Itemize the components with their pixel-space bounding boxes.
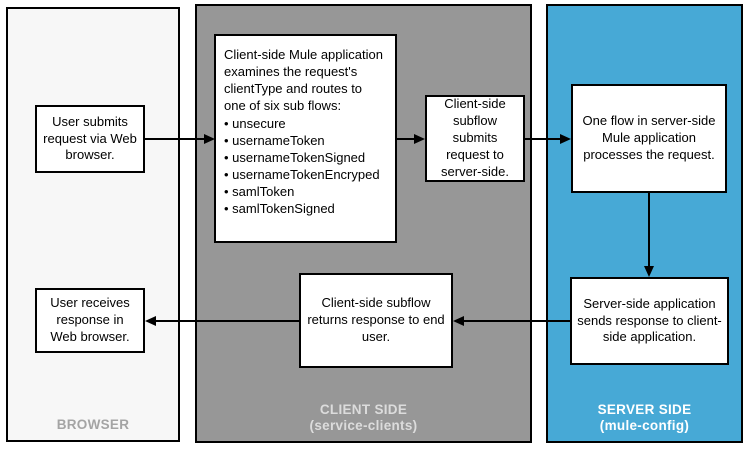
server-flow-processes-box: One flow in server-side Mule application…: [571, 84, 727, 193]
browser-section-label-text: BROWSER: [56, 416, 130, 432]
arrow-line: [525, 138, 562, 140]
client-side-section-label: CLIENT SIDE (service-clients): [197, 402, 530, 434]
client-side-section-label-text: CLIENT SIDE: [319, 401, 408, 417]
user-receives-response-text: User receives response in Web browser.: [50, 295, 130, 344]
arrowhead-left-icon: [453, 316, 464, 326]
subflow-submits-request-box: Client-side subflow submits request to s…: [425, 95, 525, 182]
arrow-line: [154, 320, 299, 322]
arrow-line: [397, 138, 416, 140]
server-side-section-label-text: SERVER SIDE: [597, 401, 692, 417]
arrow-line: [462, 320, 570, 322]
subflow-returns-response-text: Client-side subflow returns response to …: [307, 295, 445, 344]
arrowhead-right-icon: [204, 134, 215, 144]
client-side-section-sublabel-text: (service-clients): [309, 417, 418, 433]
arrowhead-right-icon: [560, 134, 571, 144]
arrowhead-down-icon: [644, 266, 654, 277]
browser-section-label: BROWSER: [8, 417, 178, 433]
user-submits-request-box: User submits request via Web browser.: [35, 105, 145, 173]
client-examines-request-text: Client-side Mule application examines th…: [224, 47, 383, 217]
server-flow-processes-text: One flow in server-side Mule application…: [582, 113, 716, 162]
user-submits-request-text: User submits request via Web browser.: [43, 113, 137, 163]
subflow-returns-response-box: Client-side subflow returns response to …: [299, 273, 453, 368]
browser-section: BROWSER: [6, 7, 180, 442]
client-examines-request-box: Client-side Mule application examines th…: [214, 34, 397, 243]
user-receives-response-box: User receives response in Web browser.: [35, 288, 145, 353]
arrow-line: [648, 193, 650, 268]
subflow-submits-request-text: Client-side subflow submits request to s…: [441, 96, 509, 179]
server-side-section-sublabel-text: (mule-config): [599, 417, 690, 433]
server-sends-response-box: Server-side application sends response t…: [570, 277, 729, 365]
arrow-line: [145, 138, 206, 140]
server-side-section-label: SERVER SIDE (mule-config): [548, 402, 741, 434]
arrowhead-right-icon: [414, 134, 425, 144]
server-side-section: SERVER SIDE (mule-config): [546, 4, 743, 443]
arrowhead-left-icon: [145, 316, 156, 326]
server-sends-response-text: Server-side application sends response t…: [577, 295, 722, 345]
